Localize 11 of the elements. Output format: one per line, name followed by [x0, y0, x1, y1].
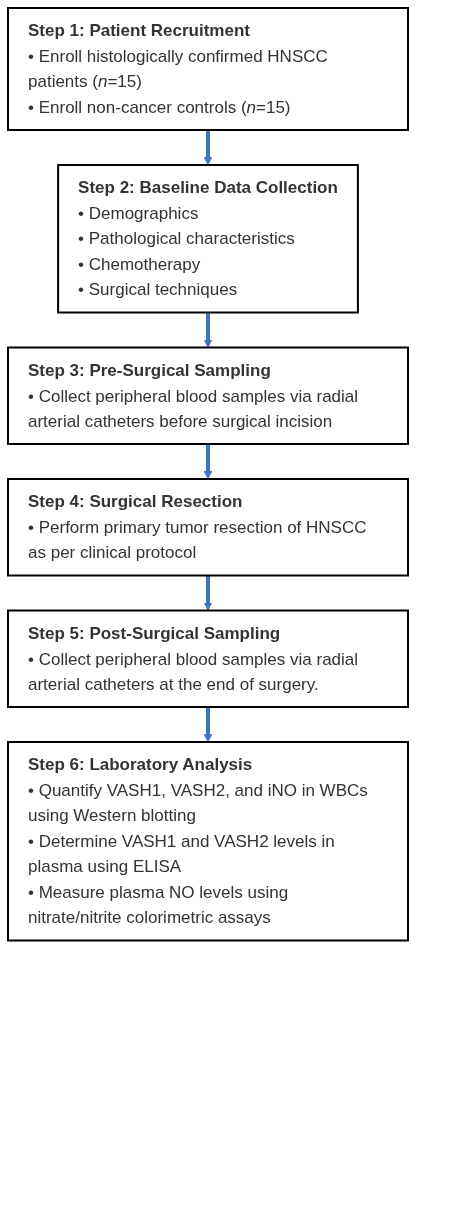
- node-box: Step 2: Baseline Data Collection • Demographics • Pathological characteristics • Chemotherapy • Surgical techniques: [57, 164, 359, 314]
- node-box: Step 3: Pre-Surgical Sampling • Collect peripheral blood samples via radial arterial catheters before surgical incision: [7, 346, 409, 445]
- node-box: Step 6: Laboratory Analysis • Quantify VASH1, VASH2, and iNO in WBCs using Western blotting • Determine VASH1 and VASH2 levels in plasma using ELISA • Measure plasma NO levels using nitrate/nitrite colorimetric assays: [7, 741, 409, 942]
- node-box: Step 5: Post-Surgical Sampling • Collect peripheral blood samples via radial arterial catheters at the end of surgery.: [7, 609, 409, 708]
- arrow: [203, 130, 213, 166]
- arrow: [203, 707, 213, 743]
- node-box: Step 1: Patient Recruitment • Enroll histologically confirmed HNSCC patients (n=15) • Enroll non-cancer controls (n=15): [7, 7, 409, 131]
- arrow: [203, 575, 213, 611]
- arrow: [203, 444, 213, 480]
- arrow: [203, 312, 213, 348]
- node-box: Step 4: Surgical Resection • Perform primary tumor resection of HNSCC as per clinical protocol: [7, 478, 409, 577]
